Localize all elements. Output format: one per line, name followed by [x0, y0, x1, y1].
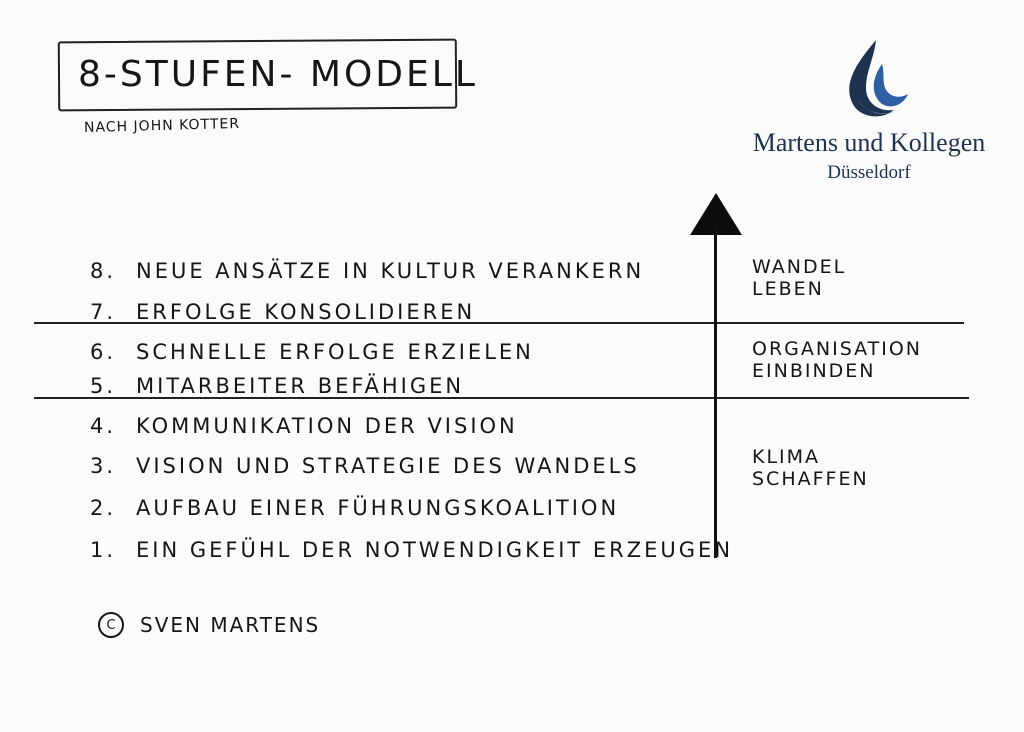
- page-title: 8-STUFEN- MODELL: [78, 54, 478, 95]
- brand-city: Düsseldorf: [827, 162, 911, 183]
- flame-logo-icon: [849, 40, 908, 117]
- phase-organisation-einbinden: ORGANISATION EINBINDEN: [752, 338, 922, 382]
- phase-klima-schaffen: KLIMA SCHAFFEN: [752, 446, 869, 490]
- step-number: 7.: [90, 300, 117, 324]
- step-text: MITARBEITER BEFÄHIGEN: [136, 374, 465, 398]
- page-subtitle: NACH JOHN KOTTER: [83, 115, 241, 137]
- phase-label-line1: KLIMA: [752, 446, 821, 468]
- step-text: EIN GEFÜHL DER NOTWENDIGKEIT ERZEUGEN: [136, 538, 734, 562]
- copyright-note: c SVEN MARTENS: [98, 612, 320, 638]
- step-number: 2.: [90, 496, 117, 520]
- phase-label-line1: ORGANISATION: [752, 338, 923, 360]
- phase-label-line2: EINBINDEN: [752, 360, 876, 382]
- step-4: 4. KOMMUNIKATION DER VISION: [90, 414, 518, 438]
- step-8: 8. NEUE ANSÄTZE IN KULTUR VERANKERN: [90, 259, 644, 283]
- step-7: 7. ERFOLGE KONSOLIDIEREN: [90, 300, 475, 324]
- step-5: 5. MITARBEITER BEFÄHIGEN: [90, 374, 464, 398]
- copyright-icon: c: [98, 612, 124, 638]
- step-number: 1.: [90, 538, 117, 562]
- step-number: 6.: [90, 340, 117, 364]
- step-number: 4.: [90, 414, 117, 438]
- step-number: 3.: [90, 454, 117, 478]
- step-number: 5.: [90, 374, 117, 398]
- arrow-shaft: [714, 228, 717, 558]
- copyright-author: SVEN MARTENS: [140, 613, 321, 637]
- phase-divider: [34, 322, 964, 324]
- brand-name: Martens und Kollegen: [752, 128, 986, 157]
- step-text: NEUE ANSÄTZE IN KULTUR VERANKERN: [136, 259, 645, 283]
- phase-divider: [34, 397, 969, 399]
- step-number: 8.: [90, 259, 117, 283]
- phase-label-line1: WANDEL: [752, 256, 847, 278]
- step-text: SCHNELLE ERFOLGE ERZIELEN: [136, 340, 534, 364]
- phase-label-line2: LEBEN: [752, 278, 824, 300]
- step-text: ERFOLGE KONSOLIDIEREN: [136, 300, 476, 324]
- step-text: KOMMUNIKATION DER VISION: [136, 414, 518, 438]
- phase-wandel-leben: WANDEL LEBEN: [752, 256, 846, 300]
- step-text: VISION UND STRATEGIE DES WANDELS: [136, 454, 640, 478]
- step-6: 6. SCHNELLE ERFOLGE ERZIELEN: [90, 340, 534, 364]
- step-text: AUFBAU EINER FÜHRUNGSKOALITION: [136, 496, 620, 520]
- step-2: 2. AUFBAU EINER FÜHRUNGSKOALITION: [90, 496, 619, 520]
- step-3: 3. VISION UND STRATEGIE DES WANDELS: [90, 454, 640, 478]
- phase-label-line2: SCHAFFEN: [752, 468, 869, 490]
- step-1: 1. EIN GEFÜHL DER NOTWENDIGKEIT ERZEUGEN: [90, 538, 733, 562]
